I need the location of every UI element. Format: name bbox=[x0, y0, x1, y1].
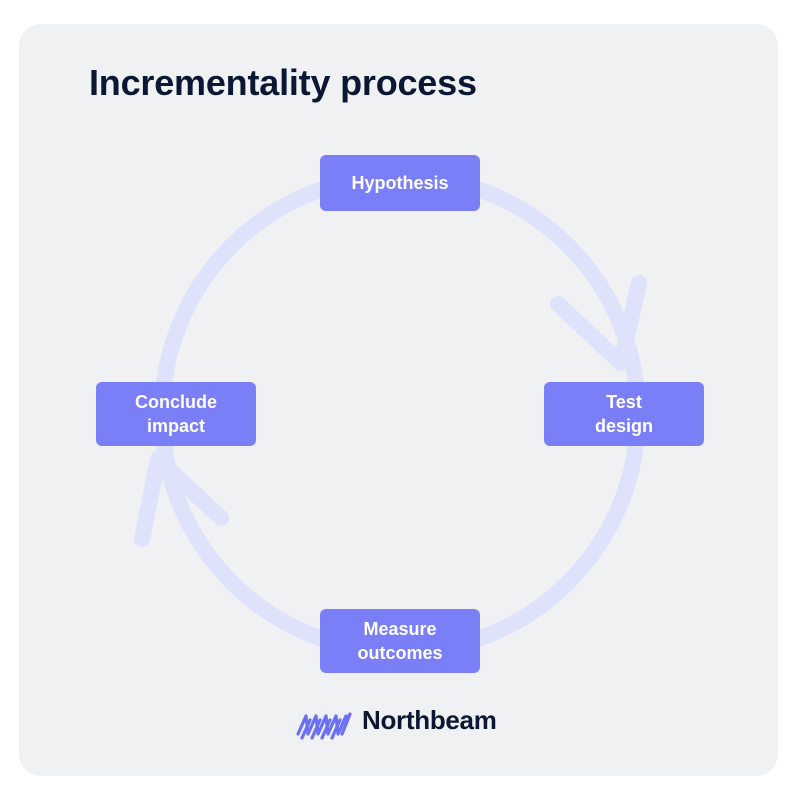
step-conclude-impact-label-line2: impact bbox=[146, 416, 205, 436]
step-conclude-impact: Conclude impact bbox=[96, 382, 256, 446]
step-test-design: Test design bbox=[544, 382, 704, 446]
step-test-design-label-line1: Test bbox=[606, 392, 642, 412]
step-test-design-label-line2: design bbox=[594, 416, 653, 436]
step-measure-outcomes: Measure outcomes bbox=[320, 609, 480, 673]
step-hypothesis-label: Hypothesis bbox=[351, 173, 449, 193]
cycle-arrow-return-icon bbox=[134, 451, 229, 547]
brand-name: Northbeam bbox=[362, 704, 497, 735]
brand-lockup: Northbeam bbox=[296, 700, 497, 740]
step-conclude-impact-label-line1: Conclude bbox=[134, 392, 217, 412]
step-measure-outcomes-label-line1: Measure bbox=[363, 619, 437, 639]
step-hypothesis: Hypothesis bbox=[320, 155, 480, 211]
step-measure-outcomes-label-line2: outcomes bbox=[357, 643, 443, 663]
northbeam-logo-icon bbox=[296, 712, 352, 740]
diagram-title: Incrementality process bbox=[89, 62, 477, 103]
cycle-arrow-clockwise-icon bbox=[550, 275, 647, 371]
